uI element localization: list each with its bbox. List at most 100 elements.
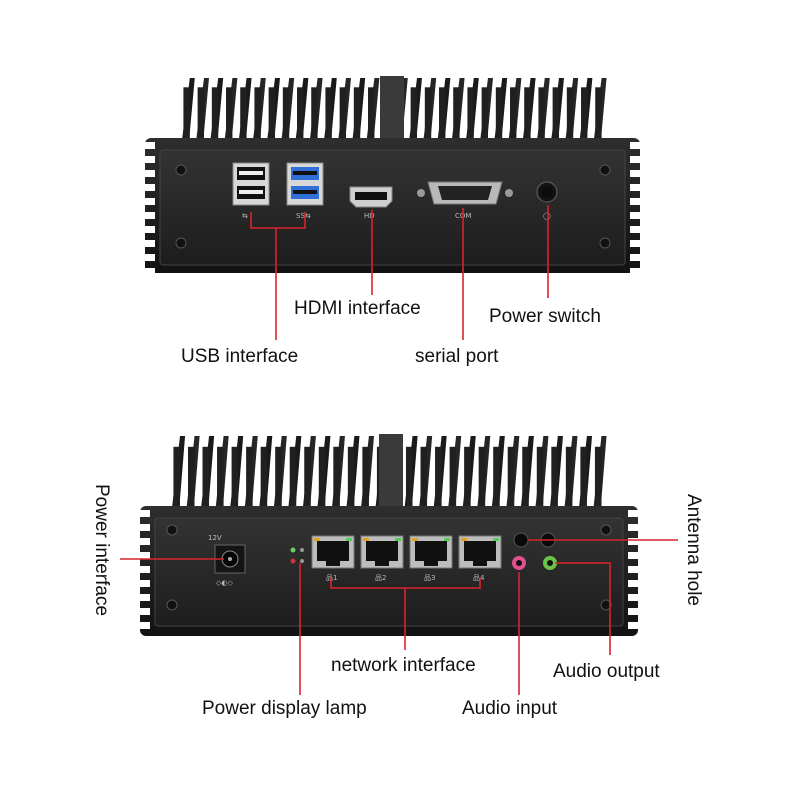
heatsink-fin xyxy=(173,446,180,508)
side-notch xyxy=(145,170,155,177)
rj45-port: 品4 xyxy=(458,535,502,582)
side-notch xyxy=(140,580,150,587)
heatsink-fin xyxy=(347,446,355,508)
heatsink-fin xyxy=(289,446,297,508)
screw xyxy=(600,524,612,536)
side-notch xyxy=(140,622,150,629)
heatsink-fin xyxy=(368,87,375,140)
led-indicator xyxy=(290,547,296,553)
heatsink-fin xyxy=(311,87,318,140)
heatsink-fin xyxy=(581,87,588,140)
svg-text:⇆: ⇆ xyxy=(242,212,248,220)
heatsink-fin xyxy=(510,87,517,140)
heatsink-fin xyxy=(268,87,276,140)
heatsink-fin xyxy=(493,446,500,508)
side-notch xyxy=(628,566,638,573)
bottom-heatsink-fins xyxy=(172,436,607,508)
top-heatsink-fins xyxy=(182,78,607,140)
serial-port xyxy=(417,181,513,205)
usb-interface-label: USB interface xyxy=(181,346,299,367)
heatsink-fin xyxy=(339,87,347,140)
heatsink-fin xyxy=(453,87,460,140)
heatsink-fin xyxy=(275,446,282,508)
top-callouts xyxy=(250,205,549,340)
screw xyxy=(175,164,187,176)
heatsink-fin xyxy=(226,87,233,140)
side-notch xyxy=(628,510,638,517)
side-notch xyxy=(145,142,155,149)
power-switch xyxy=(536,181,558,203)
bottom-callouts xyxy=(120,539,678,695)
side-notch xyxy=(630,254,640,261)
heatsink-fin xyxy=(246,446,253,508)
heatsink-fin xyxy=(211,87,219,140)
heatsink-fin xyxy=(240,87,247,140)
svg-text:◯: ◯ xyxy=(543,212,551,220)
power-interface-label: Power interface xyxy=(91,484,112,617)
heatsink-fin xyxy=(187,446,195,508)
screw xyxy=(600,599,612,611)
heatsink-fin xyxy=(507,446,515,508)
audio-input-jack xyxy=(512,556,526,570)
audio-input-label: Audio input xyxy=(462,698,558,719)
serial-port-label: serial port xyxy=(415,346,499,367)
svg-text:◇◐◇: ◇◐◇ xyxy=(216,579,233,587)
side-notch xyxy=(145,226,155,233)
rj45-port-number: 品2 xyxy=(375,574,386,582)
side-notch xyxy=(630,212,640,219)
audio-output-label: Audio output xyxy=(553,661,660,682)
side-notch xyxy=(630,268,640,275)
heatsink-fin xyxy=(410,87,418,140)
side-notch xyxy=(630,156,640,163)
heatsink-fin xyxy=(362,446,369,508)
heatsink-fin xyxy=(197,87,205,140)
top-side-fins xyxy=(145,142,640,275)
rj45-port: 品3 xyxy=(409,535,453,582)
heatsink-fin xyxy=(282,87,290,140)
heatsink-fin xyxy=(297,87,304,140)
heatsink-fin xyxy=(325,87,332,140)
side-notch xyxy=(140,552,150,559)
side-notch xyxy=(145,240,155,247)
led-indicator xyxy=(300,548,304,552)
heatsink-fin xyxy=(449,446,457,508)
heatsink-fin xyxy=(594,446,602,508)
side-notch xyxy=(145,156,155,163)
power-display-lamp-label: Power display lamp xyxy=(202,698,367,719)
side-notch xyxy=(628,622,638,629)
heatsink-fin xyxy=(424,87,432,140)
side-notch xyxy=(630,142,640,149)
side-notch xyxy=(140,510,150,517)
bottom-center-ridge xyxy=(379,434,403,506)
side-notch xyxy=(140,538,150,545)
top-device: ⇆ SS⇆ HD COM ◯ xyxy=(145,76,640,275)
hdmi-interface-label: HDMI interface xyxy=(294,298,421,319)
heatsink-fin xyxy=(552,87,560,140)
led-indicator xyxy=(290,558,296,564)
screw xyxy=(599,164,611,176)
bottom-side-fins xyxy=(140,510,638,629)
heatsink-fin xyxy=(333,446,340,508)
bottom-front-panel xyxy=(154,517,624,627)
side-notch xyxy=(630,198,640,205)
side-notch xyxy=(145,268,155,275)
antenna-hole xyxy=(513,532,529,548)
side-notch xyxy=(145,254,155,261)
network-interface-label: network interface xyxy=(331,655,476,676)
side-notch xyxy=(628,608,638,615)
heatsink-fin xyxy=(464,446,471,508)
screw xyxy=(166,524,178,536)
voltage-mark: 12V xyxy=(208,534,222,542)
side-notch xyxy=(628,538,638,545)
rj45-port: 品2 xyxy=(360,535,404,582)
heatsink-fin xyxy=(565,446,573,508)
usb2-ports xyxy=(232,162,270,206)
side-notch xyxy=(628,580,638,587)
side-notch xyxy=(140,566,150,573)
heatsink-fin xyxy=(435,446,442,508)
side-notch xyxy=(145,198,155,205)
side-notch xyxy=(145,184,155,191)
audio-output-callout-line xyxy=(555,562,611,655)
